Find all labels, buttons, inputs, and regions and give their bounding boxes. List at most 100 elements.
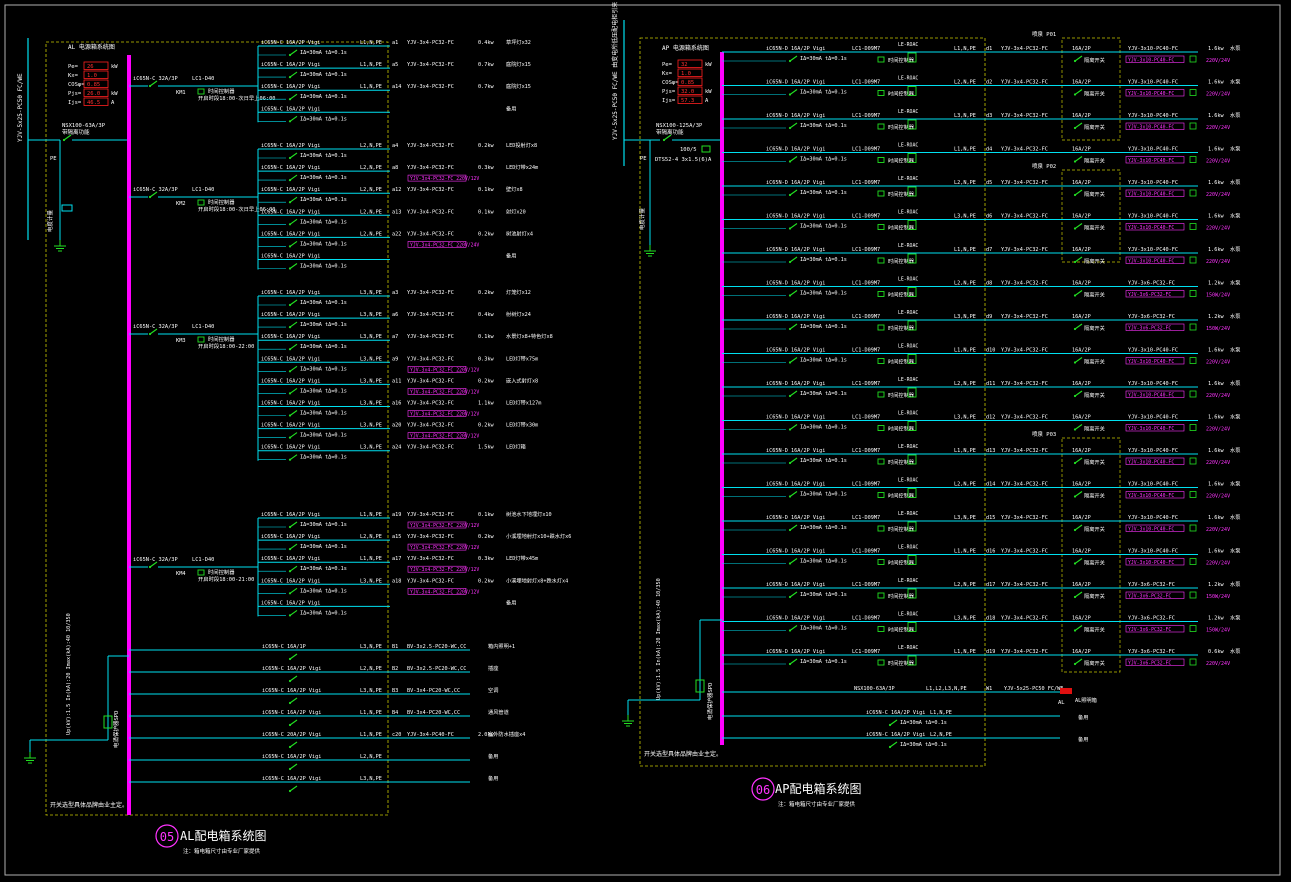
transformer-voltage: 220V/24V — [1206, 460, 1230, 466]
circuit-cable: YJV-3x4-PC32-FC — [1001, 214, 1048, 220]
transformer-box — [407, 388, 467, 395]
timer-coil — [877, 391, 885, 398]
breaker-pivot — [288, 326, 292, 329]
timer-label: 时间控制器 — [888, 626, 915, 634]
iso-switch-symbol — [1074, 256, 1083, 263]
circuit-load: 水泵 — [1230, 413, 1240, 421]
circuit-breaker-label: iC65N-D 16A/2P Vigi — [766, 482, 825, 488]
rcd-symbol — [289, 741, 298, 748]
timer-coil — [877, 123, 885, 130]
ctrl-label: LE-ROAC — [898, 377, 918, 383]
param-unit: A — [111, 100, 115, 106]
load-symbol — [1189, 658, 1197, 666]
circuit-load: 水泵 — [1230, 513, 1240, 521]
circuit-phase: L1,N,PE — [954, 348, 976, 354]
ctrl-label: LE-ROAC — [898, 176, 918, 182]
circuit-breaker-label: iC65N-C 16A/2P Vigi — [262, 688, 321, 694]
timer-time-label: 开启时段18:00-次日早上06:00 — [198, 205, 275, 213]
ctrl-label: LE-ROAC — [898, 578, 918, 584]
main-breaker-note: 带隔离功能 — [62, 128, 90, 136]
circuit-load: 空调 — [488, 686, 498, 694]
breaker-pivot — [888, 723, 892, 727]
title-note: 注：箱电箱尺寸由专业厂家提供 — [778, 800, 856, 808]
contactor-box — [907, 253, 917, 264]
circuit-power: 0.2kw — [478, 143, 494, 149]
transformer-label: YJV-3x4-PC32-FC 220V/12V — [410, 389, 479, 395]
transformer-box — [1125, 390, 1185, 398]
breaker-pivot — [1073, 562, 1077, 565]
contactor-label: LC1-D09M7 — [852, 482, 880, 488]
transformer-cable: YJV-3x10-PC40-FC — [1128, 527, 1174, 533]
breaker-pivot — [288, 458, 292, 461]
ctrl-label: LE-ROAC — [898, 243, 918, 249]
circuit-cable: BV-3x4-PC20-WC,CC — [407, 710, 460, 716]
param-box — [83, 88, 109, 97]
param-unit: kW — [111, 64, 118, 70]
breaker-pivot — [788, 260, 792, 264]
ctrl-label: LE-ROAC — [898, 511, 918, 517]
contactor-label: LC1-D09M7 — [852, 582, 880, 588]
param-key: Pjs= — [662, 89, 676, 95]
rcd-label: IΔ=30mA tΔ=0.1s — [800, 56, 847, 62]
transformer-box — [407, 432, 467, 439]
transformer-box — [1125, 658, 1185, 666]
circuit-load: 庭院灯x15 — [506, 60, 531, 68]
rcd-symbol — [289, 719, 298, 726]
circuit-power: 0.4kw — [478, 312, 494, 318]
circuit-id: d15 — [986, 515, 995, 521]
transformer-voltage: 220V/24V — [1206, 661, 1230, 667]
rcd-label: IΔ=30mA tΔ=0.1s — [800, 559, 847, 565]
circuit-load: 备用 — [506, 104, 516, 112]
rcd-label: IΔ=30mA tΔ=0.1s — [300, 72, 347, 78]
contactor-box — [907, 521, 917, 532]
circuit-power: 0.1kw — [478, 512, 494, 518]
circuit-phase: L1,N,PE — [360, 40, 382, 46]
title-text: AP配电箱系统图 — [775, 781, 861, 796]
breaker-pivot — [288, 245, 292, 248]
iso-label: 隔离开关 — [1084, 190, 1105, 198]
contactor-label: LC1-D09M7 — [852, 649, 880, 655]
title-number: 06 — [756, 783, 770, 797]
contactor-box — [907, 153, 917, 163]
circuit-breaker-label: iC65N-C 16A/2P Vigi — [261, 106, 320, 112]
circuit-power: 1.6kw — [1208, 80, 1224, 86]
group-breaker-symbol — [149, 561, 158, 568]
rcd-label: IΔ=30mA tΔ=0.1s — [800, 492, 847, 498]
contactor-box — [907, 287, 917, 297]
transformer-voltage: 220V/24V — [1206, 58, 1230, 64]
circuit-phase: L1,N,PE — [954, 247, 976, 253]
rcd-label: IΔ=30mA tΔ=0.1s — [800, 190, 847, 196]
circuit-load: 备用 — [506, 252, 516, 260]
circuit-load: 箱内照明+1 — [488, 642, 515, 650]
param-key: Kx= — [68, 73, 79, 79]
group-km-label: KM2 — [176, 201, 186, 207]
contactor-box — [907, 354, 917, 364]
circuit-breaker-label: iC65N-D 16A/2P Vigi — [766, 515, 825, 521]
rcd-symbol — [289, 115, 298, 122]
breaker-pivot — [288, 525, 292, 529]
rcd-symbol — [289, 763, 298, 770]
circuit-id: d17 — [986, 582, 995, 588]
param-key: Pe= — [68, 64, 79, 70]
circuit-cable: YJV-3x4-PC32-FC — [1001, 448, 1048, 454]
ctrl-label: LE-ROAC — [898, 42, 918, 48]
transformer-label: YJV-3x4-PC32-FC 220V/12V — [410, 545, 479, 551]
iso-label: 隔离开关 — [1084, 90, 1105, 98]
pe-label: PE — [640, 156, 647, 162]
iso-switch-symbol — [1074, 457, 1083, 464]
rcd-symbol — [789, 323, 798, 330]
iso-breaker-label: 16A/2P — [1072, 281, 1091, 287]
rcd-symbol — [789, 55, 798, 62]
circuit-breaker-label: iC65N-C 16A/2P Vigi — [261, 334, 320, 340]
meter-ratio: 100/5 — [680, 147, 697, 153]
timer-coil — [877, 659, 885, 666]
rcd-label: IΔ=30mA tΔ=0.1s — [300, 197, 347, 203]
ap-enclosure — [639, 37, 986, 767]
circuit-power: 1.2kw — [1208, 582, 1224, 588]
